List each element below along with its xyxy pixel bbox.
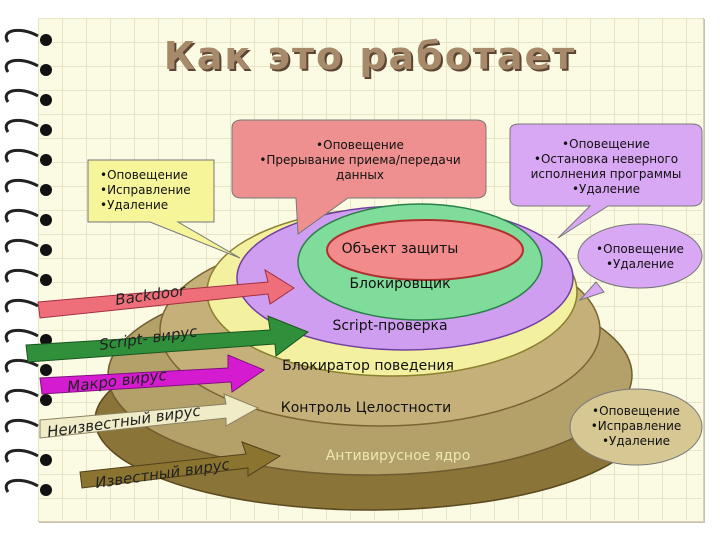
- layer-label-protected-object: Объект защиты: [342, 241, 459, 257]
- callout-middle-line: •Оповещение: [240, 138, 480, 153]
- callout-right-bottom-line: •Оповещение: [578, 404, 694, 419]
- callout-right-bottom-line: •Исправление: [578, 419, 694, 434]
- callout-right-top-line: •Оповещение: [512, 137, 700, 152]
- callout-middle: •Оповещение •Прерывание приема/передачи …: [240, 138, 480, 183]
- callout-left-line: •Исправление: [100, 183, 191, 198]
- callout-right-mid: •Оповещение •Удаление: [584, 242, 696, 272]
- layer-label-script-check: Script-проверка: [332, 318, 447, 334]
- callout-left-line: •Оповещение: [100, 168, 191, 183]
- callout-right-top-line: •Остановка неверного: [512, 152, 700, 167]
- callout-right-top-line: исполнения программы: [512, 167, 700, 182]
- callout-right-mid-line: •Удаление: [584, 257, 696, 272]
- callout-right-mid-line: •Оповещение: [584, 242, 696, 257]
- callout-left-line: •Удаление: [100, 198, 191, 213]
- layer-label-integrity-control: Контроль Целостности: [281, 400, 451, 416]
- layer-label-blocker: Блокировщик: [349, 276, 450, 292]
- callout-middle-line: •Прерывание приема/передачи: [240, 153, 480, 168]
- layer-label-behavior-blocker: Блокиратор поведения: [282, 358, 454, 374]
- callout-middle-line: данных: [240, 168, 480, 183]
- layer-label-antivirus-core: Антивирусное ядро: [326, 448, 471, 464]
- callout-right-bottom-line: •Удаление: [578, 434, 694, 449]
- callout-right-mid-tail: [580, 282, 604, 300]
- callout-right-top: •Оповещение •Остановка неверного исполне…: [512, 137, 700, 197]
- callout-right-bottom: •Оповещение •Исправление •Удаление: [578, 404, 694, 449]
- callout-right-top-line: •Удаление: [512, 182, 700, 197]
- callout-left: •Оповещение •Исправление •Удаление: [100, 168, 191, 213]
